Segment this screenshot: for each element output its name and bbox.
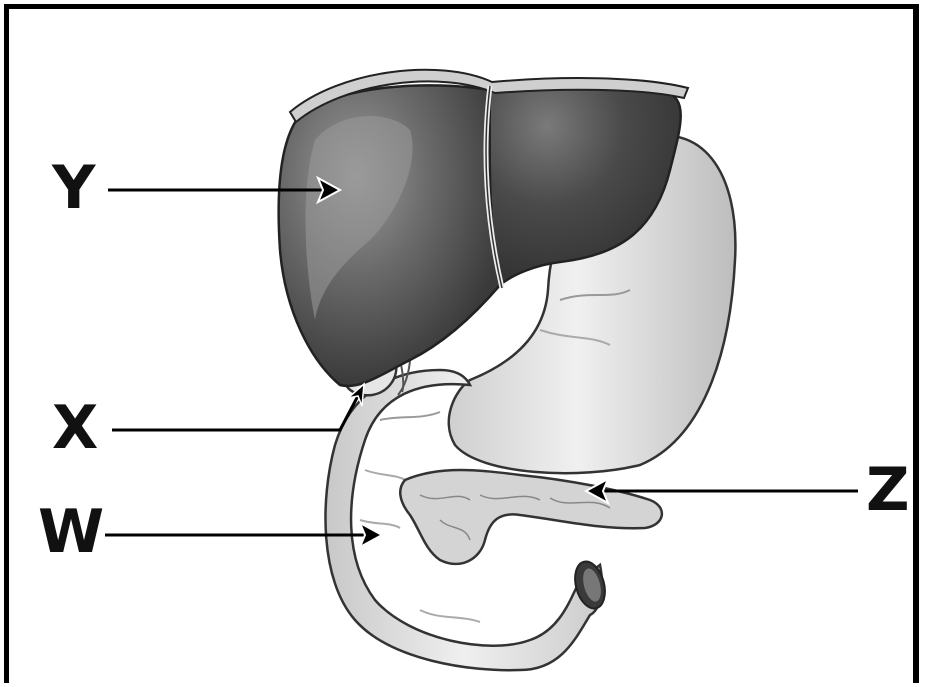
label-z: Z bbox=[866, 460, 910, 520]
label-x: X bbox=[52, 398, 98, 458]
label-w: W bbox=[38, 502, 104, 562]
label-y: Y bbox=[52, 158, 95, 218]
arrow-x bbox=[112, 384, 364, 430]
pancreas bbox=[400, 470, 662, 564]
